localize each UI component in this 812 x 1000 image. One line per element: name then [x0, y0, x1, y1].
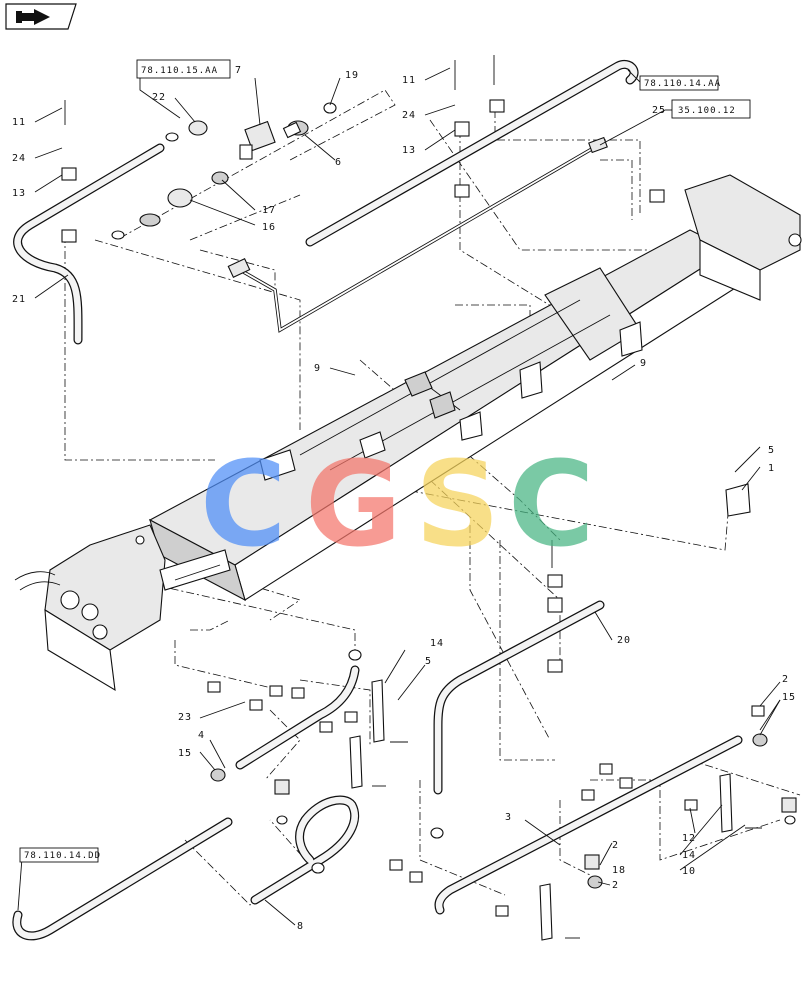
cgsc-watermark: C G S C	[200, 435, 595, 573]
callout-5: 5	[768, 445, 775, 456]
svg-text:78.110.15.AA: 78.110.15.AA	[141, 66, 218, 76]
callout-13: 13	[12, 188, 26, 199]
callout-15: 15	[782, 692, 796, 703]
watermark-letter: G	[305, 435, 402, 573]
watermark-letter: S	[415, 435, 500, 573]
callout-11: 11	[12, 117, 26, 128]
callout-7: 7	[235, 65, 242, 76]
fittings	[61, 55, 797, 941]
reference-78-110-14-dd[interactable]: 78.110.14.DD	[19, 847, 101, 863]
tube-78-110-14-dd	[12, 817, 233, 941]
callout-15: 15	[178, 748, 192, 759]
tube-4	[235, 665, 360, 770]
leader-lines	[17, 66, 781, 926]
tube-3	[434, 735, 743, 915]
hose-8	[250, 795, 360, 905]
watermark-letter: C	[508, 435, 595, 573]
callout-18: 18	[612, 865, 626, 876]
callout-21: 21	[12, 294, 26, 305]
callout-22: 22	[152, 92, 166, 103]
callout-19: 19	[345, 70, 359, 81]
boom-assembly	[14, 174, 802, 692]
callout-2: 2	[612, 840, 619, 851]
callout-10: 10	[682, 866, 696, 877]
svg-text:78.110.14.DD: 78.110.14.DD	[24, 851, 101, 861]
tube-21	[13, 143, 165, 345]
callout-2: 2	[782, 674, 789, 685]
callout-4: 4	[198, 730, 205, 741]
callout-25: 25	[652, 105, 666, 116]
callout-2: 2	[612, 880, 619, 891]
callout-20: 20	[617, 635, 631, 646]
callout-23: 23	[178, 712, 192, 723]
callout-12: 12	[682, 833, 696, 844]
callout-24: 24	[12, 153, 26, 164]
sensor-cable	[238, 143, 602, 333]
callout-9: 9	[640, 358, 647, 369]
svg-text:35.100.12: 35.100.12	[678, 106, 736, 116]
callout-8: 8	[297, 921, 304, 932]
callout-5: 5	[425, 656, 432, 667]
callout-14: 14	[682, 850, 696, 861]
callout-9: 9	[314, 363, 321, 374]
callout-13: 13	[402, 145, 416, 156]
callout-11: 11	[402, 75, 416, 86]
callout-1: 1	[768, 463, 775, 474]
arrow-book-icon[interactable]	[5, 3, 77, 30]
watermark-letter: C	[200, 435, 287, 573]
tube-20	[433, 600, 605, 795]
reference-35-100-12[interactable]: 35.100.12	[671, 99, 751, 119]
long-tube	[305, 60, 639, 247]
callout-3: 3	[505, 812, 512, 823]
callout-16: 16	[262, 222, 276, 233]
callout-14: 14	[430, 638, 444, 649]
callouts: 1 2 2 2 3 4 5 5 6 7 8 9 9 10 11 11 12 13…	[12, 65, 796, 932]
svg-text:78.110.14.AA: 78.110.14.AA	[644, 79, 721, 89]
callout-17: 17	[262, 205, 276, 216]
callout-24: 24	[402, 110, 416, 121]
reference-78-110-14-aa[interactable]: 78.110.14.AA	[639, 75, 721, 91]
callout-6: 6	[335, 157, 342, 168]
reference-78-110-15-aa[interactable]: 78.110.15.AA	[136, 59, 231, 79]
